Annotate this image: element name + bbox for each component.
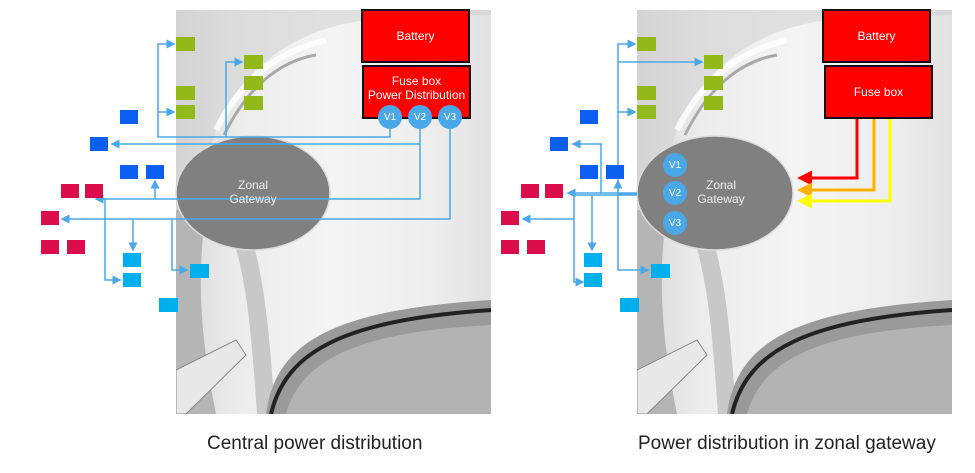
ecu-green bbox=[704, 96, 723, 110]
supply-line-yellow bbox=[797, 118, 892, 209]
supply-line-orange bbox=[797, 118, 876, 198]
voltage-node-v3: V3 bbox=[663, 211, 687, 235]
ecu-cyan bbox=[123, 273, 141, 287]
ecu-cyan bbox=[584, 273, 602, 287]
ecu-crimson bbox=[501, 211, 519, 225]
ecu-green bbox=[704, 76, 723, 90]
wire-v2-cyan1 bbox=[104, 199, 122, 285]
wire-v3-cyan3 bbox=[171, 219, 189, 275]
wire-v3-crimson bbox=[60, 128, 451, 224]
fusebox-label: Fuse box bbox=[853, 85, 904, 99]
ecu-crimson bbox=[527, 240, 545, 254]
gateway-line1: Zonal bbox=[705, 178, 737, 192]
ecu-green bbox=[637, 86, 656, 100]
zonal-gateway-label: Zonal Gateway bbox=[686, 178, 756, 206]
ecu-crimson bbox=[521, 184, 539, 198]
caption-central: Central power distribution bbox=[207, 433, 423, 454]
gateway-line2: Gateway bbox=[229, 192, 277, 206]
ecu-cyan bbox=[190, 264, 209, 278]
supply-line-red bbox=[797, 118, 859, 186]
ecu-crimson bbox=[85, 184, 103, 198]
central-distribution-panel: Battery Fuse box Power Distribution V1 V… bbox=[41, 9, 491, 454]
ecu-blue bbox=[550, 137, 568, 151]
ecu-green bbox=[244, 96, 263, 110]
wire-v1-green1 bbox=[157, 39, 391, 138]
ecu-crimson bbox=[501, 240, 519, 254]
voltage-node-v1: V1 bbox=[663, 153, 687, 177]
battery-box: Battery bbox=[361, 9, 470, 63]
battery-box: Battery bbox=[822, 9, 931, 63]
ecu-green bbox=[637, 105, 656, 119]
ecu-cyan bbox=[159, 298, 178, 312]
ecu-crimson bbox=[41, 211, 59, 225]
voltage-node-v1: V1 bbox=[378, 105, 402, 129]
wires bbox=[521, 39, 704, 287]
ecu-green bbox=[176, 37, 195, 51]
ecu-cyan bbox=[584, 253, 602, 267]
wires bbox=[60, 39, 451, 285]
ecu-cyan bbox=[123, 253, 141, 267]
ecu-boxes bbox=[501, 37, 723, 312]
voltage-node-v2: V2 bbox=[408, 105, 432, 129]
zonal-gateway-label: Zonal Gateway bbox=[218, 178, 288, 206]
ecu-cyan bbox=[620, 298, 639, 312]
ecu-green bbox=[244, 76, 263, 90]
ecu-blue bbox=[606, 165, 624, 179]
wire-v1-green3 bbox=[225, 57, 244, 137]
zonal-distribution-panel: Battery Fuse box V1 V2 V3 Zonal Gateway … bbox=[490, 0, 975, 473]
ecu-blue bbox=[90, 137, 108, 151]
battery-label: Battery bbox=[857, 29, 896, 43]
ecu-crimson bbox=[61, 184, 79, 198]
battery-label: Battery bbox=[396, 29, 435, 43]
ecu-crimson bbox=[67, 240, 85, 254]
ecu-green bbox=[637, 37, 656, 51]
ecu-blue bbox=[120, 165, 138, 179]
ecu-green bbox=[704, 55, 723, 69]
gateway-line1: Zonal bbox=[237, 178, 269, 192]
wire-v2-crimson bbox=[94, 144, 421, 204]
ecu-blue bbox=[120, 110, 138, 124]
ecu-green bbox=[176, 86, 195, 100]
zonal-gateway-ellipse bbox=[175, 135, 331, 251]
ecu-blue bbox=[580, 110, 598, 124]
voltage-node-v3: V3 bbox=[438, 105, 462, 129]
ecu-green bbox=[176, 105, 195, 119]
ecu-blue bbox=[146, 165, 164, 179]
gateway-line2: Gateway bbox=[697, 192, 745, 206]
car-photo bbox=[637, 10, 952, 414]
wiring-overlay bbox=[41, 37, 451, 312]
fusebox-label: Fuse box bbox=[391, 74, 442, 88]
ecu-boxes bbox=[41, 37, 263, 312]
ecu-blue bbox=[580, 165, 598, 179]
ecu-crimson bbox=[41, 240, 59, 254]
caption-zonal: Power distribution in zonal gateway bbox=[638, 433, 936, 454]
ecu-crimson bbox=[545, 184, 563, 198]
fusebox-box: Fuse box bbox=[824, 65, 933, 119]
ecu-cyan bbox=[651, 264, 670, 278]
ecu-green bbox=[244, 55, 263, 69]
power-distribution-label: Power Distribution bbox=[367, 88, 466, 102]
voltage-node-v2: V2 bbox=[663, 181, 687, 205]
